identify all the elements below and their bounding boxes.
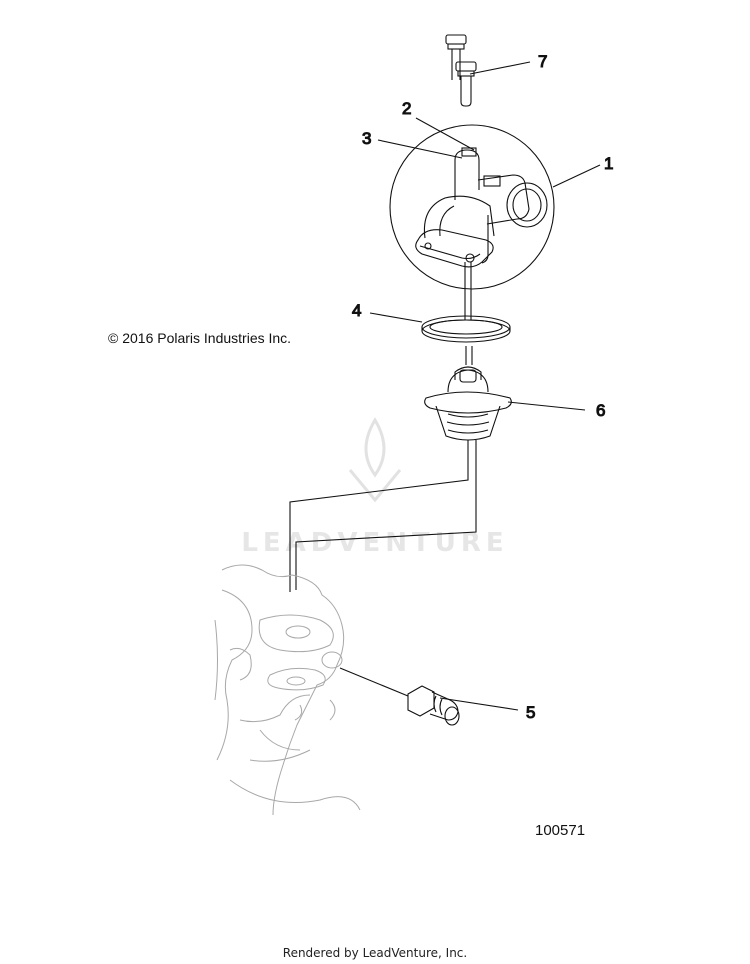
engine-block [214, 564, 361, 816]
callout-6: 6 [596, 401, 605, 420]
copyright-notice: © 2016 Polaris Industries Inc. [108, 330, 292, 346]
callout-1: 1 [604, 154, 613, 173]
thermostat-6 [424, 366, 512, 441]
callout-3: 3 [362, 129, 371, 148]
gasket-ring-4 [421, 315, 511, 343]
leader-lines [369, 61, 601, 711]
callout-5: 5 [526, 703, 535, 722]
callout-7: 7 [538, 52, 547, 71]
callout-2: 2 [402, 99, 411, 118]
callout-4: 4 [352, 301, 361, 320]
figure-number: 100571 [535, 822, 586, 839]
thermostat-housing-1 [389, 124, 555, 290]
assembly-centerlines [289, 262, 477, 592]
hose-fitting-5 [339, 667, 460, 726]
bolt-7 [445, 34, 477, 107]
rendered-by-footer: Rendered by LeadVenture, Inc. [282, 946, 468, 960]
watermark-logo [348, 417, 402, 503]
